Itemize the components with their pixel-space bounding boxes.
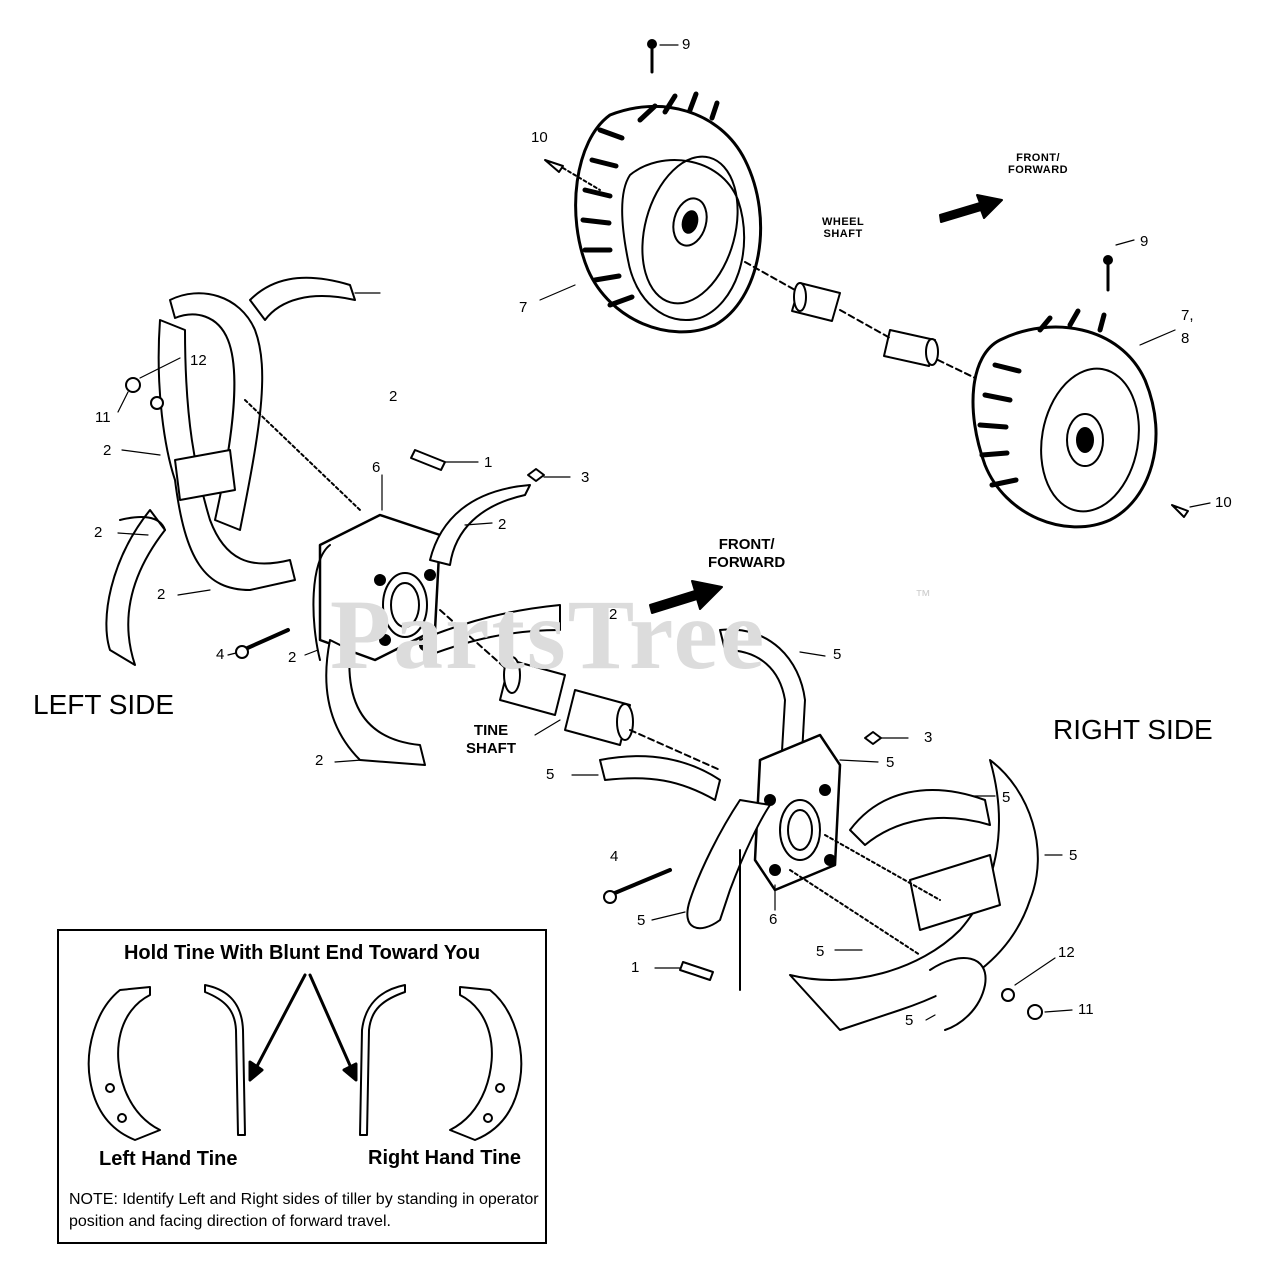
callout-1-left: 1: [484, 454, 493, 471]
callout-2-a: 2: [389, 388, 398, 405]
callout-5-c: 5: [546, 766, 555, 783]
pin-10-top: [544, 159, 564, 173]
tine-shaft-label: TINE SHAFT: [466, 722, 516, 758]
callout-3-left: 3: [581, 469, 590, 486]
callout-10-right: 10: [1215, 494, 1232, 511]
nut-11-right: [1027, 1004, 1043, 1020]
inset-left-tine-side: [204, 984, 246, 1136]
callout-5-b: 5: [886, 754, 895, 771]
callout-3-right: 3: [924, 729, 933, 746]
callout-6-right: 6: [769, 911, 778, 928]
right-tine-assembly: [599, 628, 1043, 1031]
front-forward-top-line1: FRONT/: [1016, 152, 1061, 164]
callout-5-g: 5: [816, 943, 825, 960]
inset-title: Hold Tine With Blunt End Toward You: [123, 942, 481, 964]
right-side-label: RIGHT SIDE: [1053, 714, 1213, 745]
callout-5-e: 5: [1069, 847, 1078, 864]
wheel-shaft-label-line2: SHAFT: [823, 228, 863, 240]
tine-shaft-label-line1: TINE: [473, 722, 509, 739]
inset-tine-drawings: [87, 984, 523, 1141]
callout-2-d: 2: [94, 524, 103, 541]
watermark: PartsTree: [330, 579, 767, 690]
callout-10-top: 10: [531, 129, 548, 146]
inset-arrows: [248, 973, 358, 1082]
wheel-right: [971, 308, 1158, 529]
tine-shaft: [499, 656, 721, 771]
callout-4-left: 4: [216, 646, 225, 663]
callout-12-right: 12: [1058, 944, 1075, 961]
nut-11-left: [125, 377, 141, 393]
callout-1-right: 1: [631, 959, 640, 976]
callout-8: 8: [1181, 330, 1190, 347]
leader-lines: [117, 44, 1211, 1021]
callout-2-e: 2: [157, 586, 166, 603]
callout-9-top: 9: [682, 36, 691, 53]
front-forward-middle: FRONT/ FORWARD: [708, 536, 785, 572]
front-forward-middle-line1: FRONT/: [718, 536, 775, 553]
wheel-shaft-label: WHEEL SHAFT: [822, 216, 864, 240]
bolt-1-right: [679, 961, 714, 981]
front-forward-middle-line2: FORWARD: [708, 554, 786, 571]
pin-10-right: [1171, 504, 1189, 518]
front-forward-top-line2: FORWARD: [1008, 164, 1069, 176]
callout-2-h: 2: [315, 752, 324, 769]
callout-5-d: 5: [1002, 789, 1011, 806]
inset-left-hand-tine: [87, 986, 161, 1141]
wheel-shaft: [744, 261, 1001, 391]
left-tine-assembly: [105, 276, 561, 766]
callout-5-h: 5: [905, 1012, 914, 1029]
callout-7-comma: 7,: [1181, 307, 1194, 324]
forward-arrow-top: [939, 194, 1003, 223]
callout-2-f: 2: [609, 606, 618, 623]
bolt-4-right: [608, 868, 672, 897]
tine-shaft-label-line2: SHAFT: [466, 740, 516, 757]
inset-note: NOTE: Identify Left and Right sides of t…: [69, 1191, 539, 1230]
callout-11-left: 11: [95, 409, 111, 426]
washer-12-left: [150, 396, 164, 410]
inset-right-hand-tine: [449, 986, 523, 1141]
callout-4-right: 4: [610, 848, 619, 865]
callout-5-a: 5: [833, 646, 842, 663]
callout-2-c: 2: [498, 516, 507, 533]
bolt-1-left: [410, 449, 446, 471]
inset-right-tine-side: [359, 984, 406, 1136]
callout-6-left: 6: [372, 459, 381, 476]
callout-2-b: 2: [103, 442, 112, 459]
bolt-4-left: [241, 628, 290, 652]
callout-5-f: 5: [637, 912, 646, 929]
left-side-label: LEFT SIDE: [33, 689, 175, 720]
callout-11-right: 11: [1078, 1001, 1094, 1018]
washer-12-right: [1001, 988, 1015, 1002]
nut-3-left: [527, 468, 545, 482]
tine-orientation-inset: Hold Tine With Blunt End Toward You Left…: [57, 929, 547, 1244]
callout-12-left: 12: [190, 352, 207, 369]
right-hand-tine-caption: Right Hand Tine: [368, 1147, 521, 1169]
nut-3-right: [864, 731, 882, 745]
callout-7: 7: [519, 299, 528, 316]
wheel-shaft-label-line1: WHEEL: [822, 216, 865, 228]
wheel-left: [574, 91, 763, 334]
front-forward-top: FRONT/ FORWARD: [1008, 152, 1068, 176]
callout-2-g: 2: [288, 649, 297, 666]
trademark: ™: [915, 588, 931, 605]
forward-arrow-middle: [649, 580, 723, 614]
left-hand-tine-caption: Left Hand Tine: [99, 1148, 238, 1170]
callout-9-right: 9: [1140, 233, 1149, 250]
